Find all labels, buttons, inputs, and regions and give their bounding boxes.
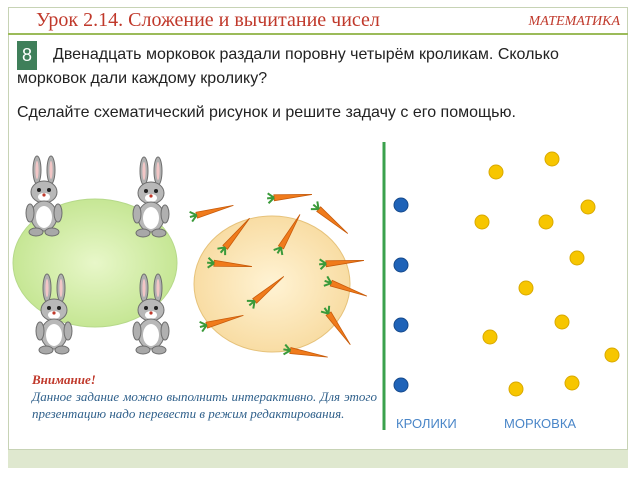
carrot-1[interactable] [187, 199, 236, 223]
rabbit-dot-3[interactable] [393, 317, 409, 333]
subject-label: МАТЕМАТИКА [528, 14, 620, 29]
carrot-dot-2[interactable] [488, 164, 504, 180]
carrots-label: МОРКОВКА [504, 416, 577, 431]
task-instruction: Сделайте схематический рисунок и решите … [17, 104, 516, 121]
footer-bar [8, 449, 628, 468]
carrot-dot-11[interactable] [508, 381, 524, 397]
task-text: Двенадцать морковок раздали поровну четы… [17, 46, 559, 87]
carrot-dot-1[interactable] [544, 151, 560, 167]
carrot-dot-5[interactable] [538, 214, 554, 230]
carrot-dot-9[interactable] [482, 329, 498, 345]
carrot-2[interactable] [265, 188, 314, 205]
rabbits-label: КРОЛИКИ [396, 416, 457, 431]
rabbit-dot-4[interactable] [393, 377, 409, 393]
lesson-title: Урок 2.14. Сложение и вычитание чисел [36, 9, 380, 31]
rabbit-dot-1[interactable] [393, 197, 409, 213]
rabbit-dot-2[interactable] [393, 257, 409, 273]
attention-note: Внимание! Данное задание можно выполнить… [32, 371, 377, 422]
carrot-dot-4[interactable] [474, 214, 490, 230]
carrot-dot-10[interactable] [604, 347, 620, 363]
header-divider [8, 33, 628, 35]
carrot-dot-7[interactable] [518, 280, 534, 296]
task-number-badge: 8 [17, 41, 37, 70]
carrot-dot-12[interactable] [564, 375, 580, 391]
carrot-dot-6[interactable] [569, 250, 585, 266]
carrot-dot-3[interactable] [580, 199, 596, 215]
carrot-dot-8[interactable] [554, 314, 570, 330]
attention-text: Данное задание можно выполнить интеракти… [32, 389, 377, 421]
attention-title: Внимание! [32, 372, 96, 387]
